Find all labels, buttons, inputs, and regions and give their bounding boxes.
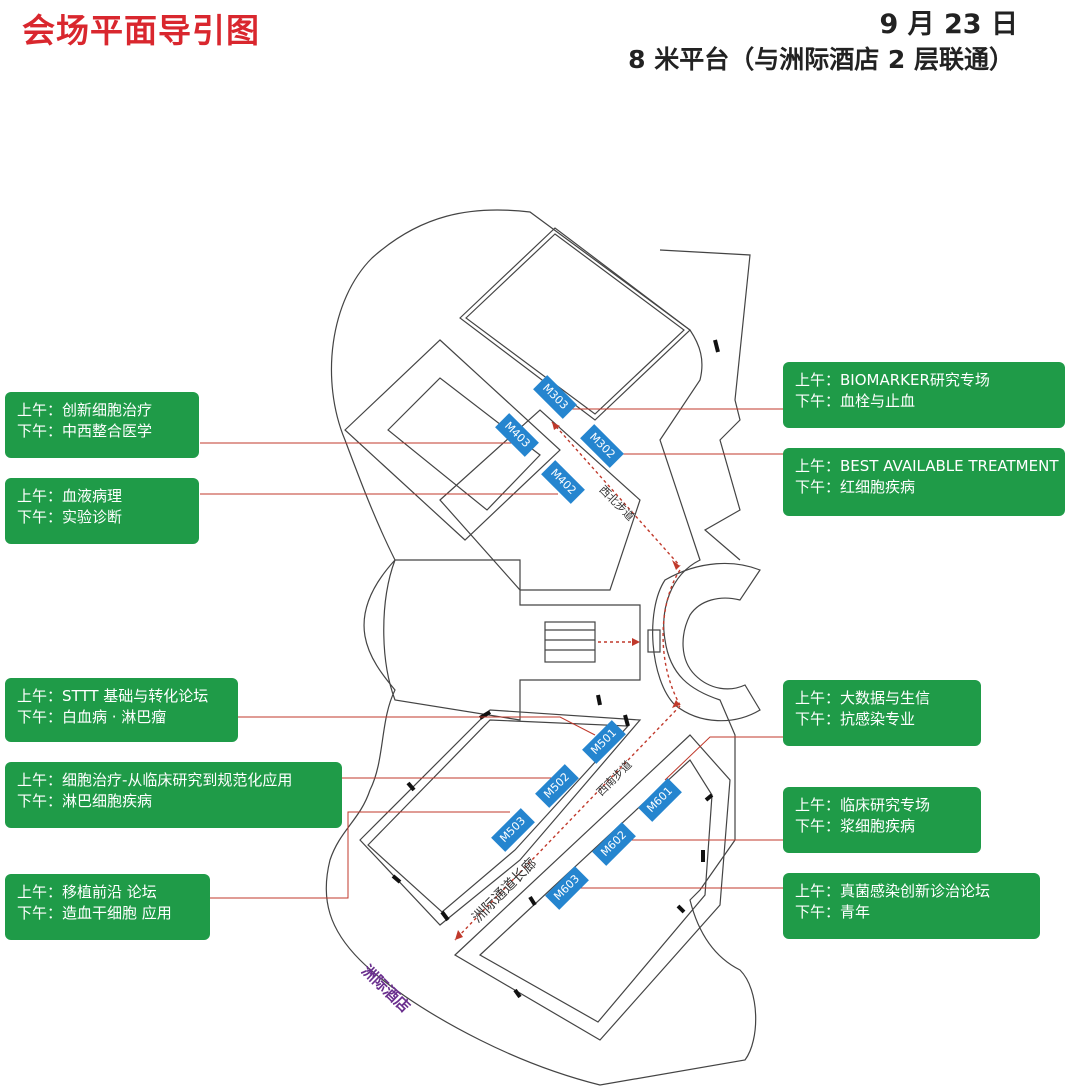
session-am: 上午：细胞治疗-从临床研究到规范化应用	[17, 771, 293, 789]
session-box-m601: 上午：大数据与生信 下午：抗感染专业	[783, 680, 981, 746]
session-box-m302: 上午：BEST AVAILABLE TREATMENT 下午：红细胞疾病	[783, 448, 1065, 516]
session-pm: 下午：浆细胞疾病	[795, 817, 916, 835]
session-box-m403: 上午：创新细胞治疗 下午：中西整合医学	[5, 392, 199, 458]
leader-line	[238, 716, 596, 736]
leader-line	[210, 811, 510, 899]
session-pm: 下午：实验诊断	[17, 508, 123, 526]
leader-line	[664, 736, 783, 781]
session-pm: 下午：青年	[795, 903, 871, 921]
session-box-m503: 上午：移植前沿 论坛 下午：造血干细胞 应用	[5, 874, 210, 940]
escalator	[544, 621, 596, 663]
session-box-m402: 上午：血液病理 下午：实验诊断	[5, 478, 199, 544]
stairs	[647, 629, 661, 653]
session-am: 上午：STTT 基础与转化论坛	[17, 687, 209, 705]
session-am: 上午：移植前沿 论坛	[17, 883, 157, 901]
session-pm: 下午：抗感染专业	[795, 710, 916, 728]
arrowhead	[632, 638, 640, 646]
arrowhead	[455, 930, 463, 940]
central-plaza	[383, 559, 641, 721]
north-upper-hall	[465, 233, 685, 415]
session-pm: 下午：红细胞疾病	[795, 478, 916, 496]
north-lower-block	[439, 409, 641, 591]
session-box-m603: 上午：真菌感染创新诊治论坛 下午：青年	[783, 873, 1040, 939]
south-hall-m5	[359, 709, 642, 926]
northwest-walkway-arrow	[551, 421, 681, 567]
east-lobby-arrow	[662, 569, 681, 706]
event-date: 9 月 23 日	[879, 9, 1018, 40]
arrowhead	[552, 422, 560, 430]
east-lobby	[652, 562, 761, 722]
session-pm: 下午：血栓与止血	[795, 392, 916, 410]
session-am: 上午：临床研究专场	[795, 796, 931, 814]
session-am: 上午：BIOMARKER研究专场	[795, 371, 990, 389]
northwest-hall-inner	[387, 377, 541, 511]
session-am: 上午：血液病理	[17, 487, 123, 505]
session-am: 上午：创新细胞治疗	[17, 401, 153, 419]
northwest-hall	[344, 339, 561, 541]
session-box-m502: 上午：细胞治疗-从临床研究到规范化应用 下午：淋巴细胞疾病	[5, 762, 342, 828]
session-pm: 下午：淋巴细胞疾病	[17, 792, 153, 810]
session-am: 上午：BEST AVAILABLE TREATMENT	[795, 457, 1059, 475]
north-hall-outline	[459, 227, 691, 421]
south-hall-m6	[454, 734, 731, 1041]
south-hall-m5-inner	[367, 719, 630, 913]
session-pm: 下午：白血病 · 淋巴瘤	[17, 708, 167, 726]
floor-subtitle: 8 米平台（与洲际酒店 2 层联通）	[628, 45, 1014, 74]
session-box-m303: 上午：BIOMARKER研究专场 下午：血栓与止血	[783, 362, 1065, 428]
page-title: 会场平面导引图	[22, 11, 260, 50]
session-pm: 下午：中西整合医学	[17, 422, 153, 440]
east-building-edge	[659, 249, 751, 561]
arrowhead	[672, 560, 680, 570]
southwest-walkway-arrow	[454, 705, 681, 941]
session-am: 上午：大数据与生信	[795, 689, 931, 707]
session-box-m501: 上午：STTT 基础与转化论坛 下午：白血病 · 淋巴瘤	[5, 678, 238, 742]
session-box-m602: 上午：临床研究专场 下午：浆细胞疾病	[783, 787, 981, 853]
session-pm: 下午：造血干细胞 应用	[17, 904, 172, 922]
session-am: 上午：真菌感染创新诊治论坛	[795, 882, 991, 900]
building-outline	[325, 209, 757, 1086]
arrowhead	[672, 700, 680, 708]
